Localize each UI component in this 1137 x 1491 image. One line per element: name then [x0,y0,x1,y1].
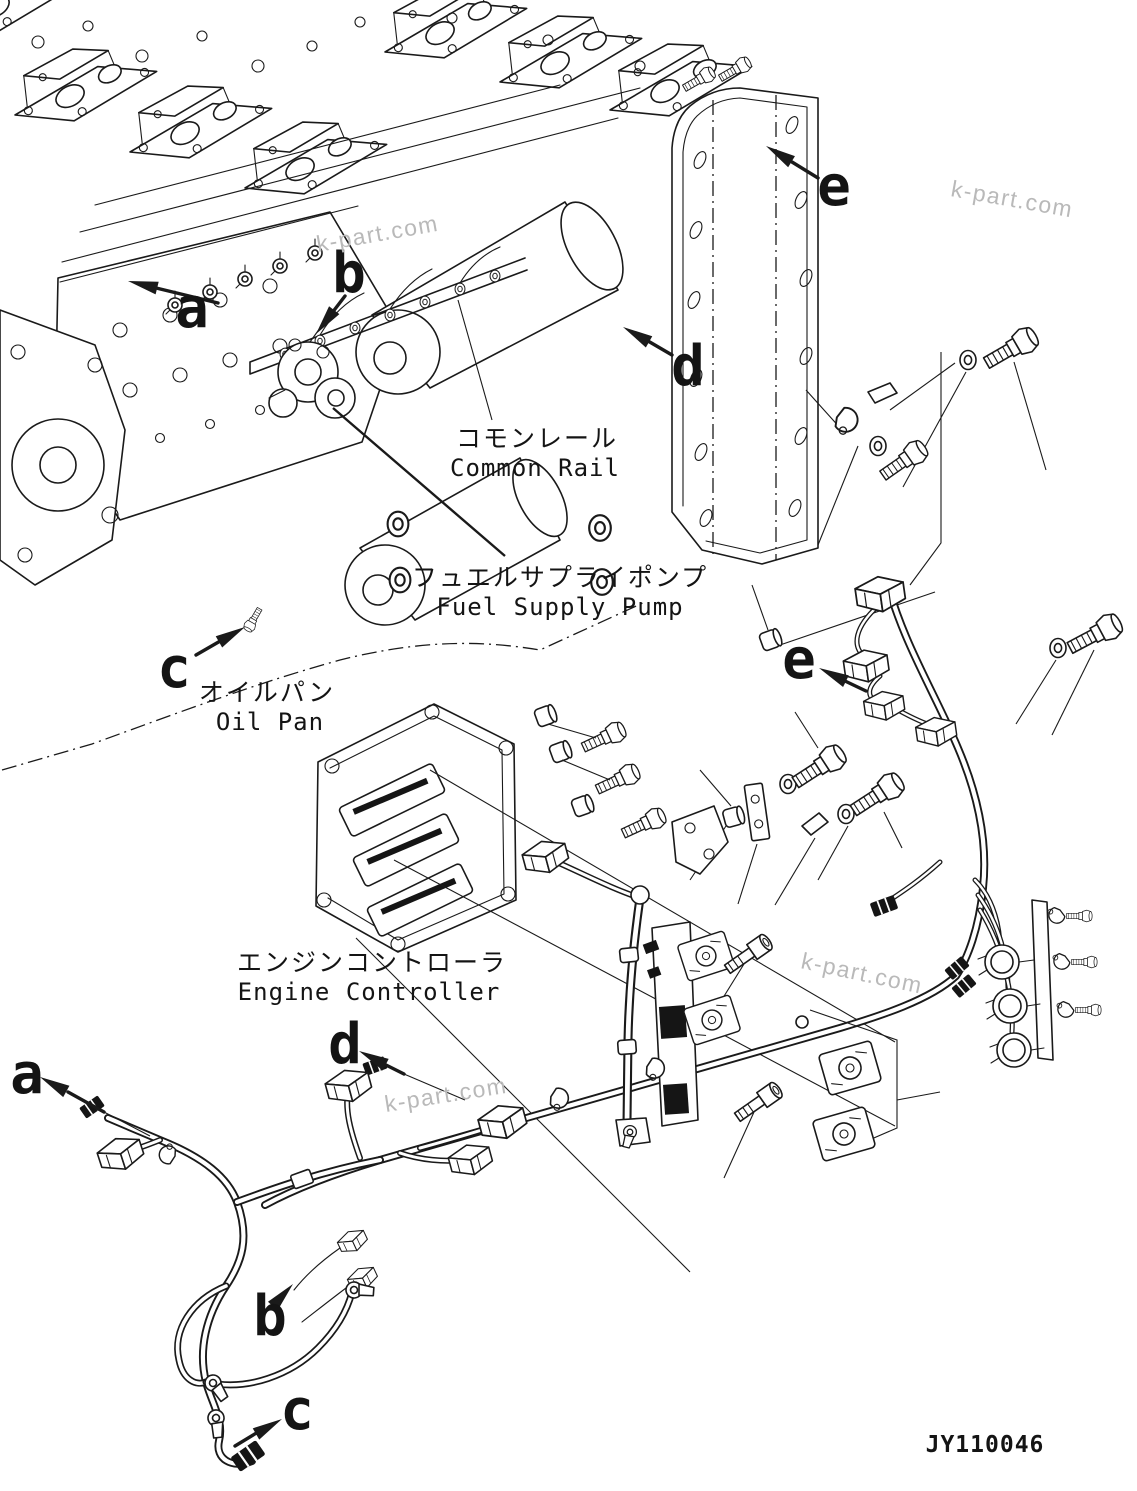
arrow-e-top [766,146,820,180]
relay-boxes-right [809,1009,941,1163]
drawing-number: JY110046 [926,1432,1045,1458]
arrow-b-bottom [267,1284,293,1311]
common-rail-label-en: Common Rail [450,454,620,482]
callout-b-bottom: b [253,1284,287,1349]
oil-pan-label-en: Oil Pan [216,708,324,736]
housing-bolt-holes [687,116,813,527]
arrow-a-bottom [40,1077,151,1137]
fuel-pump-leader [332,407,506,557]
oil-pan-drain-plug [241,605,266,635]
watermark-top-right: k-part.com [949,175,1075,222]
common-rail-label-jp: コモンレール [456,424,618,453]
engine-controller-unit [315,702,670,953]
starter-motors [344,201,624,626]
arrow-c-bottom [233,1419,282,1448]
watermark-bottom: k-part.com [383,1072,509,1117]
arrow-d-mid [623,327,674,357]
oil-pan [1,510,646,771]
common-rail-leader [457,299,493,421]
fastener-cluster-top [830,322,1043,486]
callout-e-top: e [817,154,851,219]
front-gear-cover [0,309,126,586]
harness-details-mid [519,805,729,1149]
callout-a-bottom: a [10,1042,44,1107]
callout-c-left: c [157,636,191,701]
arrow-a-top [128,281,220,305]
callout-a-top: a [175,276,209,341]
relay-stack [642,921,786,1127]
fastener-cluster-mid [721,740,909,842]
arrow-e-mid [819,668,868,693]
fuel-supply-pump-label-jp: フュエルサプライポンプ [412,563,708,592]
callout-c-bottom: c [280,1378,314,1443]
callout-d-mid: d [671,334,705,399]
oil-pan-label-jp: オイルパン [199,678,335,707]
arrow-c-left [194,627,245,657]
round-connector-bracket [868,894,1102,1068]
harness-details-bottom [78,1015,809,1474]
arrow-b-top [316,294,347,334]
engine-controller-label-en: Engine Controller [238,978,501,1006]
flywheel-housing [671,54,819,565]
cover-bolts [31,12,646,73]
watermark-mid-right: k-part.com [799,947,925,998]
callout-d-bottom: d [328,1012,362,1077]
engine-controller-label-jp: エンジンコントローラ [237,948,507,977]
callout-b-top: b [332,241,366,306]
callout-arrows [40,146,868,1448]
fuel-supply-pump-label-en: Fuel Supply Pump [436,593,683,621]
engine-assembly-drawing [0,0,819,771]
annotation-leaders [355,352,1095,1273]
arrow-d-bottom [359,1051,466,1101]
callout-e-mid: e [782,627,816,692]
